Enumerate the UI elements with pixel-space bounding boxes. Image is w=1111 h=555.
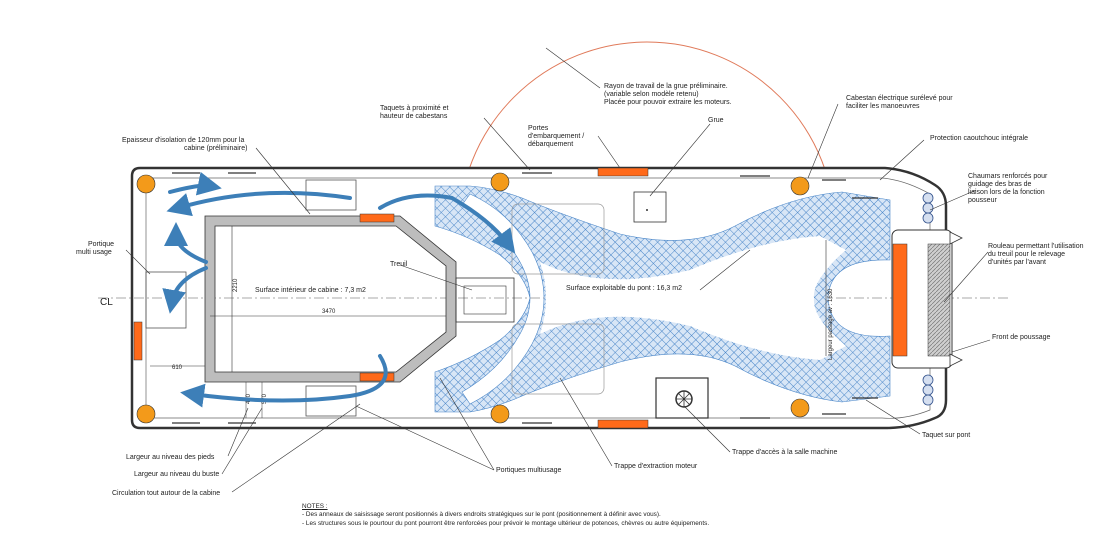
notes-title: NOTES :: [302, 503, 328, 510]
dim-cabin-length: 3470: [322, 309, 336, 315]
cabin-wall: [204, 215, 457, 383]
circulation-arrows: [162, 171, 516, 408]
capstan-label: Cabestan électrique surélevé pour facili…: [846, 95, 955, 110]
capstan-fwd-top: [790, 176, 810, 196]
crane-radius-label: Rayon de travail de la grue préliminaire…: [604, 83, 732, 106]
roller-label: Rouleau permettant l'utilisation du treu…: [988, 243, 1085, 266]
boarding-doors-label: Portes d'embarquement / débarquement: [528, 125, 586, 148]
capstan-aft-bottom: [136, 404, 156, 424]
boarding-door-top: [597, 167, 649, 177]
hatch-outline-bottom: [511, 323, 605, 395]
deck-inner-free-area: [540, 236, 846, 360]
crane-label: Grue: [708, 117, 724, 124]
rubber-protection-label: Protection caoutchouc intégrale: [930, 135, 1028, 142]
cabin-door-top: [359, 213, 395, 223]
insulation-label: Epaisseur d'isolation de 120mm pour la c…: [122, 137, 247, 152]
multi-gantries-label: Portiques multiusage: [496, 467, 561, 474]
winch-drum: [463, 285, 507, 315]
deck-surface-label: Surface exploitable du pont : 16,3 m2: [566, 285, 682, 292]
bow-fenders: [922, 192, 934, 406]
capstan-mid-bottom: [490, 404, 510, 424]
engine-room-hatch-spokes: [676, 391, 692, 407]
fairleads-label: Chaumars renforcés pour guidage des bras…: [968, 173, 1049, 204]
crane-base: [633, 191, 667, 223]
cleats-capstan-label: Taquets à proximité et hauteur de cabest…: [380, 105, 450, 120]
hull-inner-line: [145, 177, 931, 419]
notes-line-2: - Les structures sous le pourtour du pon…: [302, 519, 710, 527]
cabin-door-bottom: [359, 372, 395, 382]
centerline-label: CL: [100, 297, 113, 308]
dim-cabin-width: 2210: [233, 278, 239, 292]
width-bust-label: Largeur au niveau du buste: [134, 471, 219, 478]
capstan-aft-top: [136, 174, 156, 194]
circulation-label: Circulation tout autour de la cabine: [112, 490, 220, 497]
width-feet-label: Largeur au niveau des pieds: [126, 454, 215, 461]
notes-block: NOTES : - Des anneaux de saisissage sero…: [302, 503, 1002, 528]
engine-extract-hatch-label: Trappe d'extraction moteur: [614, 463, 698, 470]
bow-horn-top: [949, 231, 963, 245]
stern-orange-pad: [133, 321, 143, 361]
push-front-pad: [892, 243, 908, 357]
passage-width-label: Largeur passage av : 1630: [828, 288, 834, 360]
bow-horn-bottom: [949, 353, 963, 367]
winch: [455, 277, 515, 323]
capstan-mid-top: [490, 172, 510, 192]
winch-label: Treuil: [390, 261, 408, 268]
portique-multi-label: Portique multi usage: [76, 241, 116, 256]
cleats: [172, 172, 878, 424]
push-front-label: Front de poussage: [992, 334, 1050, 341]
capstan-fwd-bottom: [790, 398, 810, 418]
cabin-surface-label: Surface intérieur de cabine : 7,3 m2: [255, 287, 366, 294]
deck-cleat-label: Taquet sur pont: [922, 432, 970, 439]
notes-line-1: - Des anneaux de saisissage seront posit…: [302, 511, 661, 519]
front-roller: [927, 243, 951, 357]
leader-lines: [125, 47, 991, 493]
engine-room-hatch-label: Trappe d'accès à la salle machine: [732, 449, 837, 456]
dim-side-gap: 610: [172, 365, 183, 371]
crane-center: [646, 209, 648, 211]
boarding-door-bottom: [597, 419, 649, 429]
